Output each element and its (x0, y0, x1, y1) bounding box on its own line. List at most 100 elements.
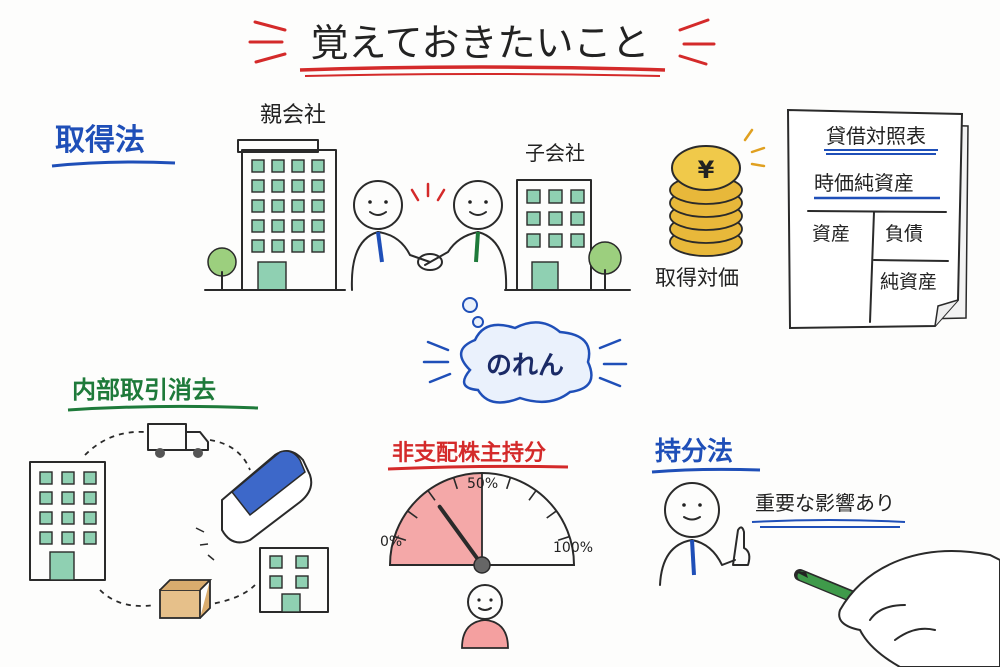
window (291, 159, 305, 173)
window (39, 531, 53, 545)
consideration-label: 取得対価 (655, 266, 739, 290)
window (291, 219, 305, 233)
window (61, 531, 75, 545)
window (311, 219, 325, 233)
nci-underline (387, 464, 569, 471)
gauge-tick (528, 490, 537, 501)
gauge-shaded-area (390, 473, 482, 565)
gauge-tick (546, 510, 557, 519)
window (570, 189, 585, 204)
gauge-outline (388, 472, 576, 566)
window (251, 199, 265, 213)
window (83, 511, 97, 525)
speech-underline (751, 519, 906, 528)
truck-icon (147, 423, 209, 458)
window (251, 179, 265, 193)
acquisition-heading: 取得法 (55, 123, 145, 158)
subsidiary-label: 子会社 (525, 141, 585, 165)
window (61, 471, 75, 485)
window (251, 239, 265, 253)
gauge-pivot (473, 556, 491, 574)
emphasis-marks-left (248, 20, 287, 64)
gauge-tick (407, 510, 418, 519)
gauge-tick (452, 477, 459, 490)
window (570, 211, 585, 226)
window (526, 211, 541, 226)
intercompany-heading: 内部取引消去 (72, 376, 216, 404)
window (291, 239, 305, 253)
gauge-tick (427, 490, 436, 501)
window (39, 491, 53, 505)
window (526, 233, 541, 248)
liabilities-label: 負債 (885, 223, 923, 245)
title-underline-2 (304, 73, 661, 77)
gauge-label-100: 100% (553, 540, 593, 556)
equity-method-heading: 持分法 (655, 437, 733, 467)
window (251, 219, 265, 233)
gauge-tick (394, 535, 407, 542)
window (271, 159, 285, 173)
window (311, 199, 325, 213)
fair-value-net-assets: 時価純資産 (814, 171, 914, 195)
window (311, 239, 325, 253)
handshake-people-icon (350, 180, 508, 291)
window (548, 211, 563, 226)
shareholder-person-icon (461, 584, 509, 649)
company-b-building-icon (259, 547, 329, 613)
emphasis-marks-right (678, 18, 716, 66)
balance-sheet-document: 貸借対照表 時価純資産 資産 負債 純資産 (786, 108, 969, 330)
ownership-gauge (388, 472, 576, 574)
assets-label: 資産 (812, 223, 850, 245)
title-group: 覚えておきたいこと (248, 18, 716, 77)
window (271, 219, 285, 233)
window (39, 471, 53, 485)
yen-symbol: ¥ (698, 156, 715, 184)
window (291, 199, 305, 213)
coin-stack-icon: ¥ (669, 128, 766, 257)
hand-with-pencil-icon (794, 550, 1000, 667)
parent-company-label: 親会社 (260, 103, 326, 128)
window (548, 189, 563, 204)
balance-sheet-title: 貸借対照表 (826, 124, 926, 148)
acquisition-underline (51, 160, 176, 168)
window (83, 531, 97, 545)
tree-icon (588, 241, 622, 291)
window (526, 189, 541, 204)
goodwill-label: のれん (486, 351, 564, 381)
eraser-icon (195, 450, 313, 561)
transaction-arrows (84, 430, 256, 607)
tree-icon (207, 247, 237, 291)
window (39, 511, 53, 525)
window (61, 491, 75, 505)
gauge-tick (557, 535, 570, 542)
company-a-building-icon (29, 461, 106, 581)
pointing-person-icon (659, 482, 751, 586)
equity-method-underline (651, 467, 761, 474)
subsidiary-building-icon (516, 179, 592, 291)
window (83, 491, 97, 505)
gauge-tick (505, 477, 512, 490)
window (548, 233, 563, 248)
page-title: 覚えておきたいこと (311, 21, 650, 65)
window (291, 179, 305, 193)
nci-heading: 非支配株主持分 (392, 441, 546, 466)
goodwill-cloud: のれん (422, 297, 628, 404)
window (61, 511, 75, 525)
window (83, 471, 97, 485)
package-box-icon (159, 579, 213, 619)
window (251, 159, 265, 173)
window (570, 233, 585, 248)
window (271, 239, 285, 253)
gauge-needle (437, 504, 484, 567)
window (311, 159, 325, 173)
window (271, 199, 285, 213)
window (311, 179, 325, 193)
parent-building-icon (237, 139, 337, 291)
gauge-label-0: 0% (380, 534, 402, 550)
net-assets-label: 純資産 (880, 271, 937, 293)
intercompany-underline (67, 404, 259, 412)
title-underline (299, 65, 666, 72)
significant-influence-text: 重要な影響あり (755, 491, 895, 515)
